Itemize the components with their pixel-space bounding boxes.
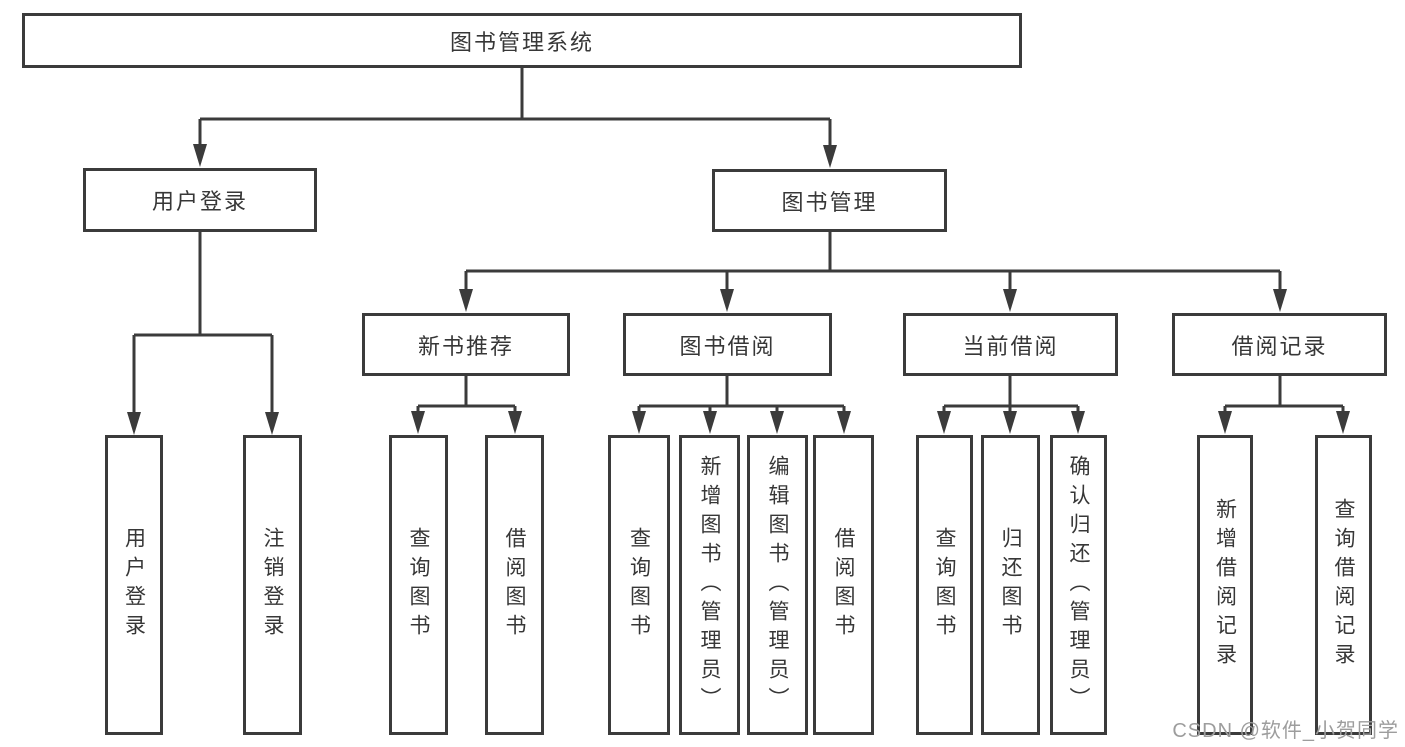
leaf-borrowing-add-books-admin: 新增图书（管理员） <box>679 435 740 735</box>
leaf-borrowing-edit-books-admin: 编辑图书（管理员） <box>747 435 808 735</box>
node-label: 借阅图书 <box>832 527 855 643</box>
node-new-book-recommend: 新书推荐 <box>362 313 570 376</box>
node-label: 用户登录 <box>151 189 248 214</box>
node-borrowing-records: 借阅记录 <box>1172 313 1387 376</box>
leaf-records-query-record: 查询借阅记录 <box>1315 435 1372 735</box>
arrowhead <box>411 411 425 434</box>
node-library-management-system: 图书管理系统 <box>22 13 1022 68</box>
node-label: 用户登录 <box>122 527 146 643</box>
arrowhead <box>265 412 279 435</box>
arrowhead <box>459 289 473 312</box>
node-user-login: 用户登录 <box>83 168 317 232</box>
node-label: 注销登录 <box>261 527 284 643</box>
arrowhead <box>127 412 141 435</box>
connector-new-book-branch <box>416 376 517 414</box>
arrowhead <box>823 145 837 168</box>
node-label: 新书推荐 <box>417 333 514 359</box>
watermark-text: CSDN @软件_小贺同学 <box>1172 720 1399 742</box>
arrowhead <box>937 411 951 434</box>
leaf-user-login: 用户登录 <box>105 435 163 735</box>
node-label: 图书管理系统 <box>449 29 594 55</box>
arrowhead <box>837 411 851 434</box>
arrowhead <box>632 411 646 434</box>
leaf-borrowing-query-books: 查询图书 <box>608 435 670 735</box>
node-book-management: 图书管理 <box>712 169 947 232</box>
connector-book-management-branch <box>464 232 1282 292</box>
connector-borrowing-records-branch <box>1223 376 1345 414</box>
arrowhead <box>1336 411 1350 434</box>
arrowhead <box>703 411 717 434</box>
node-label: 编辑图书（管理员） <box>766 454 789 716</box>
arrowhead <box>1071 411 1085 434</box>
node-label: 查询借阅记录 <box>1332 498 1355 672</box>
arrowhead <box>1273 289 1287 312</box>
arrowhead <box>193 144 207 167</box>
node-label: 新增借阅记录 <box>1213 498 1237 672</box>
connector-user-login-branch <box>132 232 274 414</box>
node-label: 图书管理 <box>781 189 878 215</box>
connector-root-branch <box>198 68 832 148</box>
node-current-borrowing: 当前借阅 <box>903 313 1118 376</box>
leaf-newbooks-borrow-books: 借阅图书 <box>485 435 544 735</box>
node-label: 归还图书 <box>999 527 1022 643</box>
arrowhead <box>1218 411 1232 434</box>
node-label: 借阅图书 <box>503 527 526 643</box>
arrowhead <box>720 289 734 312</box>
leaf-current-return-books: 归还图书 <box>981 435 1040 735</box>
leaf-current-confirm-return-admin: 确认归还（管理员） <box>1050 435 1107 735</box>
leaf-records-add-record: 新增借阅记录 <box>1197 435 1253 735</box>
connector-book-borrowing-branch <box>637 376 846 414</box>
leaf-current-query-books: 查询图书 <box>916 435 973 735</box>
node-label: 借阅记录 <box>1231 333 1328 359</box>
arrowhead <box>770 411 784 434</box>
leaf-newbooks-query-books: 查询图书 <box>389 435 448 735</box>
node-book-borrowing: 图书借阅 <box>623 313 832 376</box>
leaf-borrowing-borrow-books: 借阅图书 <box>813 435 874 735</box>
node-label: 查询图书 <box>627 527 651 643</box>
connector-current-borrowing-branch <box>942 376 1080 414</box>
node-label: 新增图书（管理员） <box>698 454 721 716</box>
node-label: 确认归还（管理员） <box>1067 454 1090 716</box>
arrowhead <box>508 411 522 434</box>
node-label: 查询图书 <box>933 527 956 643</box>
node-label: 查询图书 <box>407 527 430 643</box>
arrowhead <box>1003 411 1017 434</box>
arrowhead <box>1003 289 1017 312</box>
node-label: 图书借阅 <box>679 333 776 359</box>
leaf-logout: 注销登录 <box>243 435 302 735</box>
node-label: 当前借阅 <box>962 333 1059 359</box>
